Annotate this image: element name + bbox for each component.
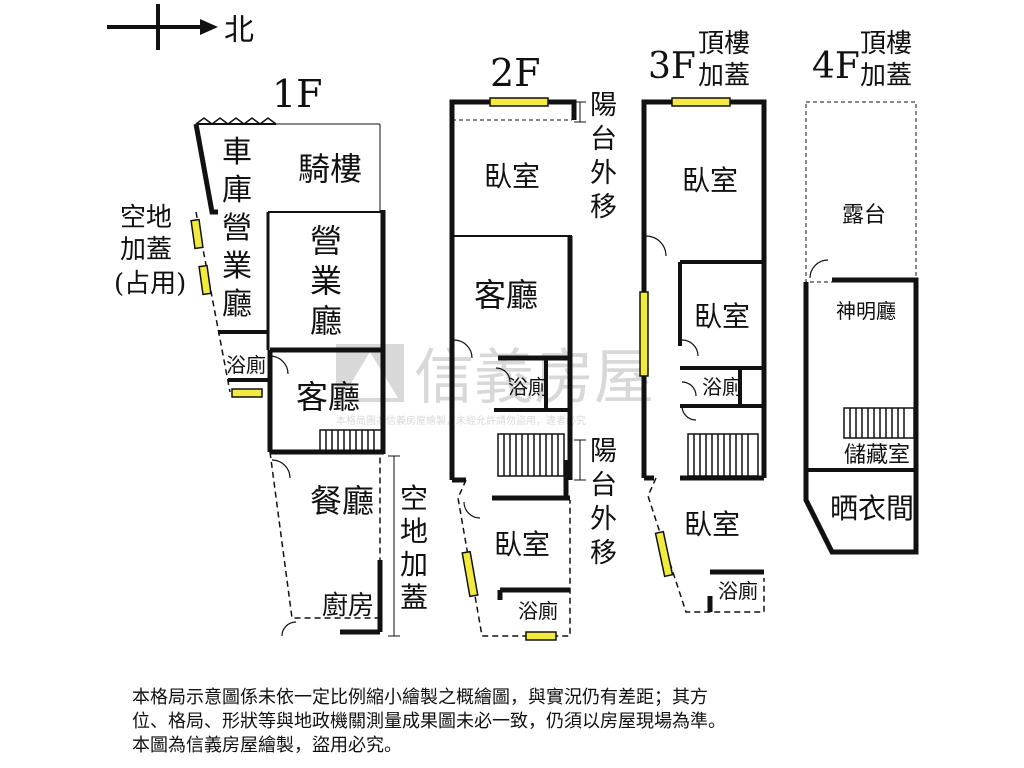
svg-text:陽 台 外 移: 陽 台 外 移 [590, 90, 626, 223]
stairs [687, 433, 759, 477]
note-rear-ext-1: 空 [400, 482, 428, 515]
window [198, 264, 212, 296]
watermark-notice: 本格局圖為信義房屋繪製，未經允許請勿盜用，違者必究 [336, 414, 586, 427]
room-bedroom-rear: 臥室 [684, 508, 740, 541]
floor-1f: 1F [114, 72, 437, 637]
room-living: 客廳 [296, 378, 360, 416]
note-rear-ext-4: 蓋 [400, 581, 428, 614]
svg-text:車 庫 營 業: 車 庫 營 業 廳 [222, 135, 262, 322]
stairs [319, 429, 383, 453]
room-terrace: 露台 [842, 203, 886, 228]
note-balcony-front-1: 陽 [590, 90, 617, 121]
room-garage-shop-3: 營 [222, 211, 252, 246]
note-balcony-front-2: 台 [590, 124, 617, 155]
room-kitchen: 廚房 [322, 591, 374, 621]
north-label: 北 [224, 13, 254, 48]
room-bedroom-rear: 臥室 [494, 528, 550, 561]
stairs [497, 433, 565, 477]
room-dining: 餐廳 [310, 482, 374, 520]
window [525, 631, 557, 641]
window [190, 218, 204, 250]
door-icon [269, 355, 289, 375]
note-side-ext-1: 空地 [120, 203, 172, 233]
room-garage-shop-1: 車 [222, 135, 252, 170]
floor-2f: 2F 臥室 客廳 浴廁 臥室 浴廁 [449, 51, 626, 641]
svg-text:陽 台 外 移: 陽 台 外 移 [590, 436, 626, 569]
door-icon [809, 259, 829, 279]
room-arcade: 騎樓 [298, 150, 362, 188]
note-balcony-rear-4: 移 [590, 538, 617, 569]
door-icon [495, 367, 511, 383]
room-bedroom-mid: 臥室 [694, 300, 750, 333]
room-bath-mid: 浴廁 [702, 375, 742, 399]
note-side-ext-3: (占用) [114, 269, 186, 299]
svg-text:空 地 加 蓋: 空 地 加 蓋 [400, 482, 437, 614]
floor-3f-subtitle-1: 頂樓 [698, 29, 750, 59]
door-icon [463, 501, 481, 519]
room-bedroom-front: 臥室 [682, 164, 738, 197]
floor-4f-title: 4F [812, 46, 860, 87]
door-icon [681, 381, 697, 397]
note-balcony-rear-2: 台 [590, 470, 617, 501]
room-garage-shop-4: 業 [222, 249, 252, 284]
floor-1f-title: 1F [272, 72, 323, 116]
room-shrine: 神明廳 [836, 299, 896, 323]
note-balcony-rear-3: 外 [590, 504, 617, 535]
disclaimer-line: 本圖為信義房屋繪製，盜用必究。 [132, 735, 402, 756]
room-living: 客廳 [474, 276, 538, 314]
compass: 北 [107, 4, 254, 50]
room-drying: 晒衣間 [830, 492, 914, 525]
room-garage-shop-2: 庫 [222, 173, 252, 208]
room-bath-mid: 浴廁 [508, 375, 548, 399]
room-storage: 儲藏室 [844, 443, 910, 468]
window [639, 291, 649, 377]
room-bath-rear: 浴廁 [718, 579, 758, 603]
brand-logo-icon [336, 344, 404, 402]
room-bath-rear: 浴廁 [518, 599, 558, 623]
floor-3f-title: 3F [648, 46, 696, 87]
room-business-hall-2: 業 [310, 262, 342, 300]
window [231, 388, 263, 398]
svg-text:營 業 廳: 營 業 廳 [310, 222, 352, 340]
door-icon [271, 459, 291, 479]
window [671, 97, 731, 107]
note-rear-ext-3: 加 [400, 548, 428, 581]
note-side-ext-2: 加蓋 [120, 235, 172, 265]
note-balcony-rear-1: 陽 [590, 436, 617, 467]
floor-plan: 信義房屋 本格局圖為信義房屋繪製，未經允許請勿盜用，違者必究 北 1F [107, 4, 920, 641]
room-bath: 浴廁 [226, 353, 266, 377]
disclaimer-line: 本格局示意圖係未依一定比例縮小繪製之概繪圖，與實況仍有差距；其方 [132, 687, 708, 708]
disclaimer: 本格局示意圖係未依一定比例縮小繪製之概繪圖，與實況仍有差距；其方 位、格局、形狀… [132, 686, 922, 758]
room-bedroom-front: 臥室 [484, 160, 540, 193]
floor-4f-subtitle-1: 頂樓 [860, 29, 912, 59]
floor-4f: 4F 頂樓 加蓋 露台 神明廳 儲藏室 晒衣間 [803, 29, 920, 555]
door-icon [645, 235, 667, 257]
door-icon [453, 339, 473, 359]
room-business-hall-3: 廳 [310, 302, 342, 340]
note-balcony-front-4: 移 [590, 192, 617, 223]
room-garage-shop-5: 廳 [222, 287, 252, 322]
svg-text:空地 加蓋 (占用): 空地 加蓋 (占用) [114, 203, 186, 299]
door-icon [681, 405, 697, 421]
floor-3f-subtitle-2: 加蓋 [698, 61, 750, 91]
room-business-hall-1: 營 [310, 222, 342, 260]
floor-2f-title: 2F [490, 51, 541, 95]
note-rear-ext-2: 地 [400, 515, 428, 548]
window [489, 97, 549, 107]
svg-text:頂樓 加蓋: 頂樓 加蓋 [860, 29, 920, 91]
svg-text:頂樓 加蓋: 頂樓 加蓋 [698, 29, 758, 91]
stairs [843, 407, 915, 439]
north-arrow-icon [200, 19, 218, 35]
floor-4f-subtitle-2: 加蓋 [860, 61, 912, 91]
door-icon [281, 621, 297, 637]
note-balcony-front-3: 外 [590, 158, 617, 189]
door-icon [681, 339, 699, 357]
window [461, 550, 479, 598]
window [654, 530, 674, 578]
floor-3f: 3F 頂樓 加蓋 臥室 臥室 浴廁 臥室 [639, 29, 767, 613]
disclaimer-line: 位、格局、形狀等與地政機關測量成果圖未必一致，仍須以房屋現場為準。 [132, 711, 726, 732]
